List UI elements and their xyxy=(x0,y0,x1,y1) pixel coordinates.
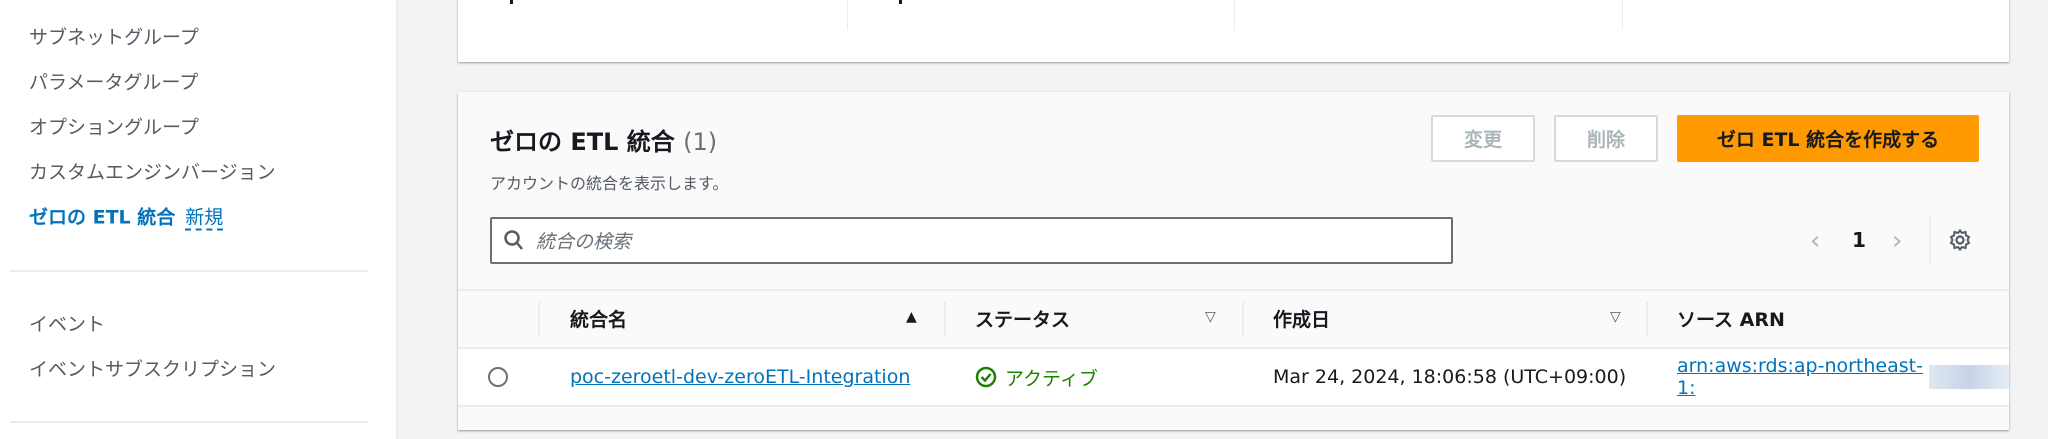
search-placeholder: 統合の検索 xyxy=(536,231,632,253)
pagination-divider xyxy=(1929,217,1931,264)
row-radio[interactable] xyxy=(488,349,508,405)
page-number[interactable]: 1 xyxy=(1852,228,1866,252)
sidebar-item-events[interactable]: イベント xyxy=(29,313,106,336)
previous-page-icon[interactable]: ‹ xyxy=(1810,226,1821,256)
status-badge: アクティブ xyxy=(975,349,1098,405)
search-input[interactable]: 統合の検索 xyxy=(490,217,1453,264)
sidebar-item-event-subscriptions[interactable]: イベントサブスクリプション xyxy=(29,358,277,381)
panel-title: ゼロの ETL 統合 (1) xyxy=(490,128,718,156)
item-count: (1) xyxy=(683,128,718,156)
sidebar-item-option-groups[interactable]: オプショングループ xyxy=(29,116,199,139)
sidebar-divider xyxy=(10,270,368,272)
sidebar-item-subnet-groups[interactable]: サブネットグループ xyxy=(29,26,199,49)
sidebar-divider xyxy=(10,421,368,423)
sidebar-item-parameter-groups[interactable]: パラメータグループ xyxy=(29,71,199,94)
sort-ascending-icon[interactable]: ▲ xyxy=(906,309,917,325)
table-row[interactable]: poc-zeroetl-dev-zeroETL-Integration アクティ… xyxy=(458,347,2009,407)
success-check-icon xyxy=(975,366,997,388)
sort-icon[interactable]: ▽ xyxy=(1610,309,1621,325)
column-header-name[interactable]: 統合名 xyxy=(570,309,628,331)
create-integration-button[interactable]: ゼロ ETL 統合を作成する xyxy=(1677,115,1979,162)
sidebar-item-label: ゼロの ETL 統合 xyxy=(29,206,176,229)
sidebar-item-zero-etl[interactable]: ゼロの ETL 統合新規 xyxy=(29,203,224,231)
next-page-icon[interactable]: › xyxy=(1892,226,1903,256)
settings-gear-icon[interactable] xyxy=(1948,228,1972,252)
source-arn-link[interactable]: arn:aws:rds:ap-northeast-1: xyxy=(1677,349,2009,405)
column-header-created[interactable]: 作成日 xyxy=(1273,309,1331,331)
edit-button[interactable]: 変更 xyxy=(1431,115,1535,162)
column-header-status[interactable]: ステータス xyxy=(975,309,1071,331)
new-badge: 新規 xyxy=(185,206,224,231)
integration-name-link[interactable]: poc-zeroetl-dev-zeroETL-Integration xyxy=(570,366,911,388)
redacted-blur xyxy=(1928,365,2009,389)
summary-card xyxy=(458,0,2009,62)
sidebar-item-custom-engine-versions[interactable]: カスタムエンジンバージョン xyxy=(29,161,276,184)
sidebar: サブネットグループ パラメータグループ オプショングループ カスタムエンジンバー… xyxy=(0,0,398,439)
panel-description: アカウントの統合を表示します。 xyxy=(490,174,729,193)
sort-icon[interactable]: ▽ xyxy=(1205,309,1216,325)
search-icon xyxy=(504,229,523,250)
created-date: Mar 24, 2024, 18:06:58 (UTC+09:00) xyxy=(1273,366,1627,388)
column-header-source-arn[interactable]: ソース ARN xyxy=(1677,309,1785,331)
delete-button[interactable]: 削除 xyxy=(1554,115,1658,162)
